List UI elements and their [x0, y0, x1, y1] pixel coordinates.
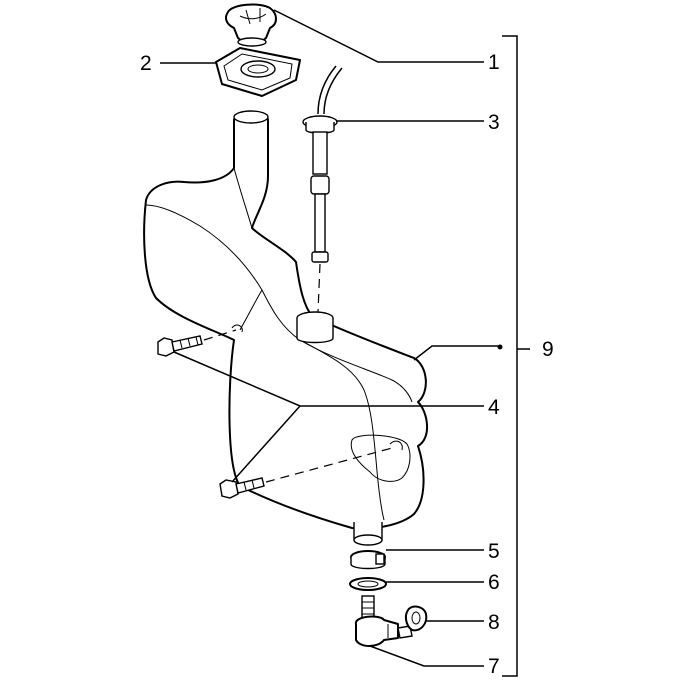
callout-6: 6: [488, 571, 500, 594]
oil-tank: [143, 110, 428, 546]
filler-cap: [225, 3, 277, 47]
elbow-fitting: [355, 595, 399, 647]
callout-9: 9: [542, 338, 554, 361]
assembly-bracket: [502, 35, 530, 677]
washer: [349, 577, 387, 591]
callout-labels: 1 2 3 4 5 6 8 7 9: [140, 51, 554, 678]
callout-1: 1: [488, 51, 500, 74]
callout-3: 3: [488, 111, 500, 134]
level-sensor: [302, 65, 343, 313]
clamp-ring: [350, 550, 386, 570]
callout-4: 4: [488, 396, 500, 419]
bolt-lower: [219, 447, 393, 499]
callout-8: 8: [488, 611, 500, 634]
callout-2: 2: [140, 52, 152, 75]
callout-7: 7: [488, 655, 500, 678]
seal-plate: [215, 47, 301, 97]
hose-clip: [397, 605, 428, 639]
leader-lines: [160, 9, 503, 667]
callout-5: 5: [488, 540, 500, 563]
bolt-upper: [157, 329, 237, 357]
